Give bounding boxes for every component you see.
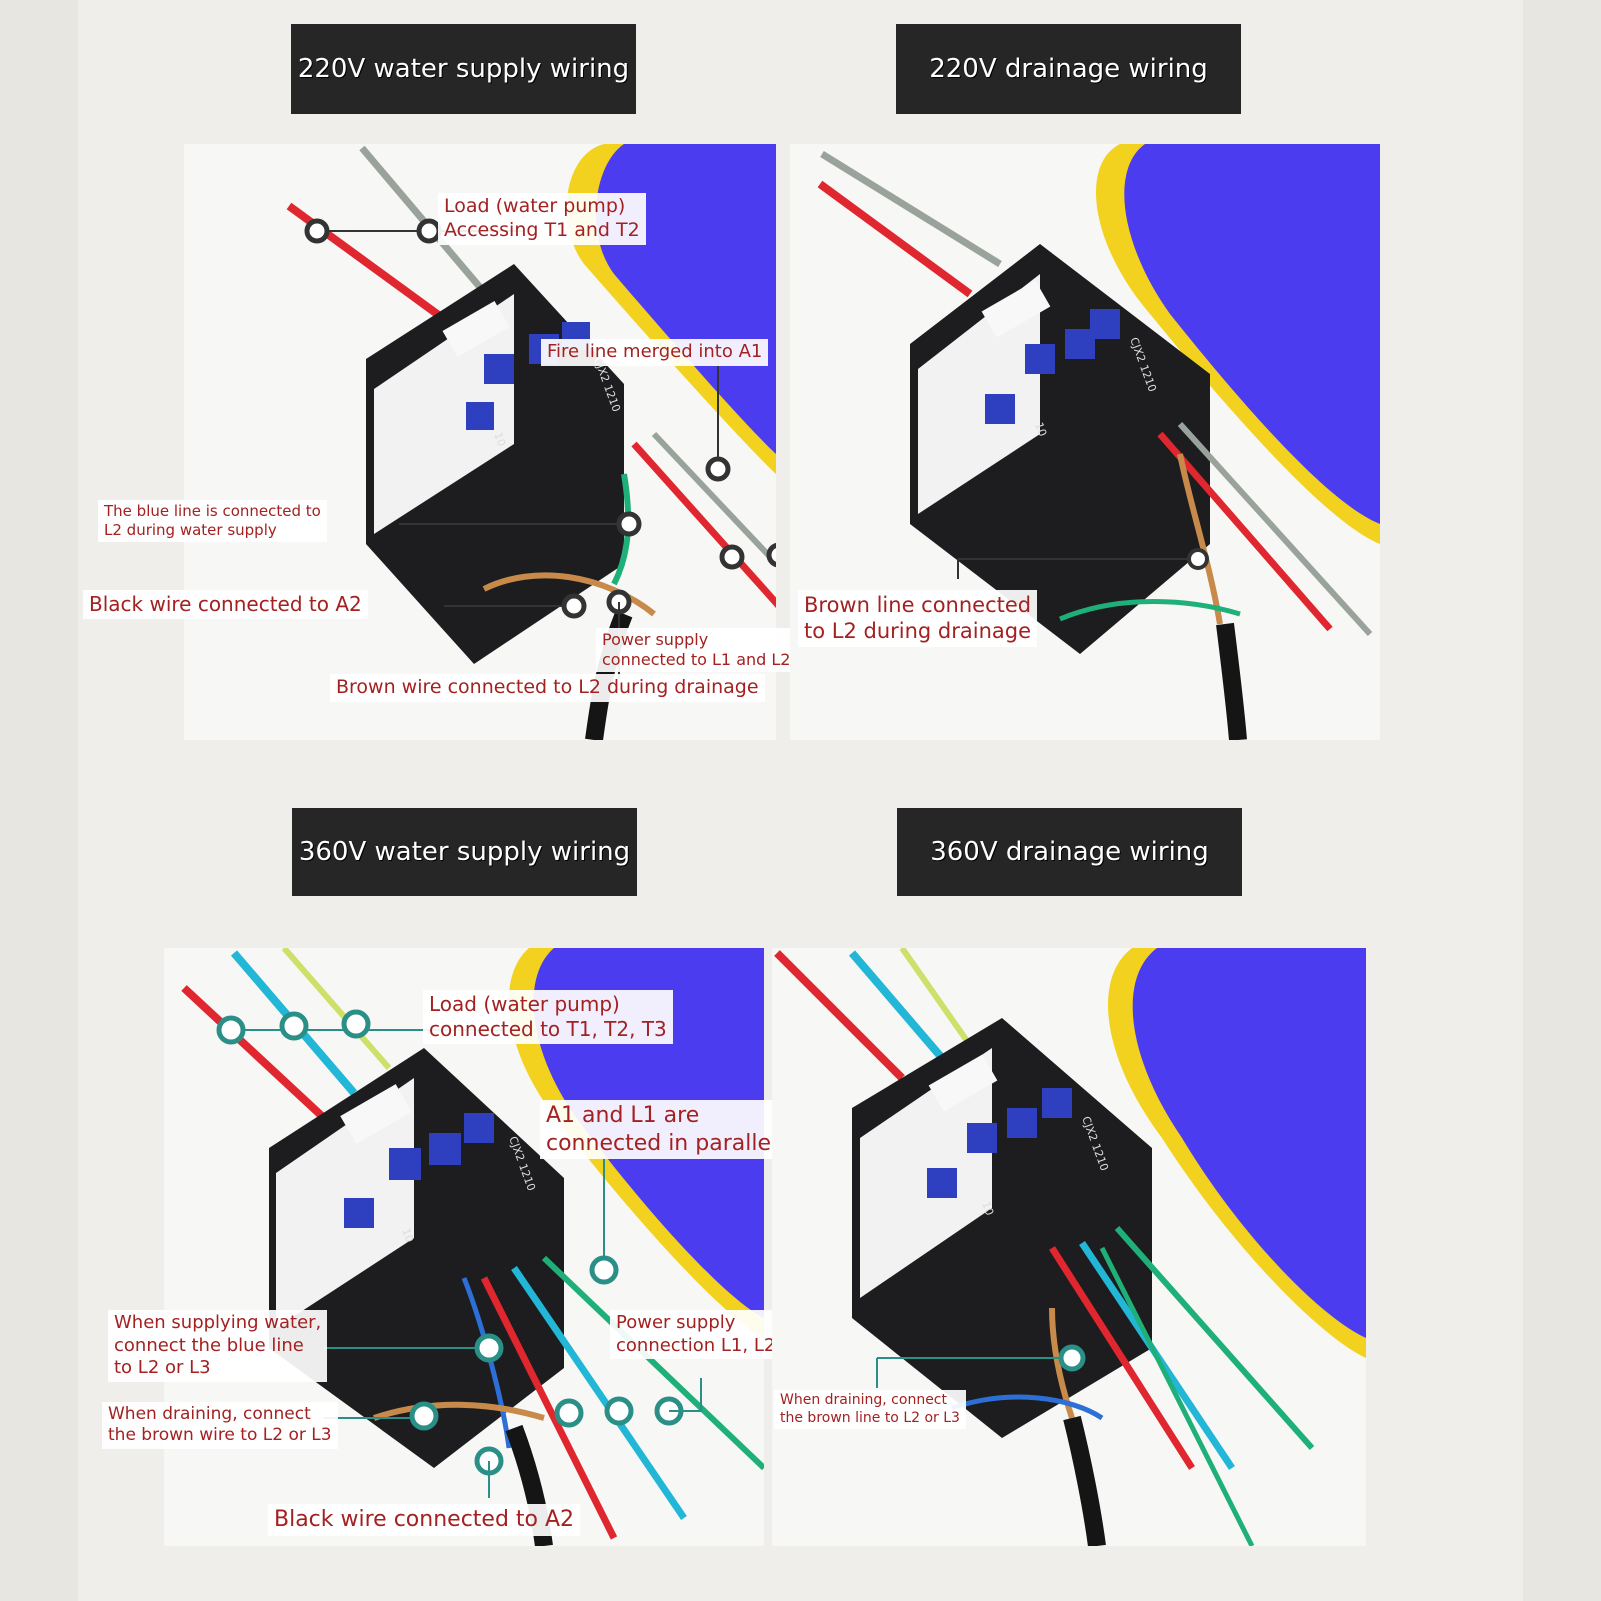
black-cable xyxy=(1216,622,1247,740)
contactor-top-label xyxy=(442,301,510,357)
label-fire-line-a1: Fire line merged into A1 xyxy=(541,339,769,366)
wire-red-power xyxy=(480,1276,618,1540)
label-black-wire-a2-360: Black wire connected to A2 xyxy=(268,1504,581,1536)
label-blue-line-l2: The blue line is connected to L2 during … xyxy=(98,500,327,542)
wire-green xyxy=(1059,599,1241,622)
wire-yellow-green-load xyxy=(899,948,975,1050)
contactor-button xyxy=(484,354,514,384)
wire-brown xyxy=(1177,453,1223,625)
contactor-button xyxy=(967,1123,997,1153)
wire-gray-load xyxy=(820,151,1002,267)
title-360v-drainage: 360V drainage wiring xyxy=(897,808,1242,896)
wire-gray-power xyxy=(651,431,776,568)
callouts xyxy=(876,1344,1086,1388)
title-220v-water-supply: 220V water supply wiring xyxy=(291,24,636,114)
wire-cyan-load xyxy=(848,950,946,1061)
contactor-button xyxy=(429,1133,461,1165)
label-drain-brown-l2-l3: When draining, connect the brown wire to… xyxy=(102,1402,338,1449)
wire-green-power xyxy=(1114,1226,1315,1450)
callouts xyxy=(216,1009,702,1498)
contactor-button xyxy=(344,1198,374,1228)
label-black-wire-a2: Black wire connected to A2 xyxy=(83,590,368,619)
label-brown-line-l2: Brown line connected to L2 during draina… xyxy=(798,590,1038,647)
callouts xyxy=(957,548,1209,579)
title-220v-drainage: 220V drainage wiring xyxy=(896,24,1241,114)
contactor-button xyxy=(466,402,494,430)
black-cable xyxy=(1063,1415,1106,1546)
contactor-button xyxy=(1090,309,1120,339)
aux-marking: 10 xyxy=(979,1200,996,1218)
wire-brown xyxy=(1049,1307,1075,1419)
float-switch-blue-body xyxy=(1132,948,1366,1338)
panel-220v-drainage: CJX2 1210 10 xyxy=(790,144,1380,740)
wire-cyan-power xyxy=(511,1266,687,1520)
aux-marking: 10 xyxy=(1032,421,1049,439)
panel-360v-drainage-illustration: CJX2 1210 10 xyxy=(774,948,1366,1546)
wire-red-load xyxy=(774,950,905,1081)
wire-yellow-green-load xyxy=(281,948,392,1070)
contactor-top-label xyxy=(928,1054,998,1112)
label-load-t1-t2: Load (water pump) Accessing T1 and T2 xyxy=(438,193,646,245)
label-brown-wire-l2: Brown wire connected to L2 during draina… xyxy=(330,674,765,702)
panel-360v-drainage: CJX2 1210 10 xyxy=(772,948,1366,1546)
wire-gray-power xyxy=(1177,421,1373,637)
contactor-side-label xyxy=(860,1048,992,1298)
contactor-top-label xyxy=(340,1084,412,1144)
wire-gray-load xyxy=(359,145,487,295)
contactor-button xyxy=(985,394,1015,424)
label-drain-brown-line-l2-l3: When draining, connect the brown line to… xyxy=(774,1390,966,1429)
label-power-l1-l2: Power supply connected to L1 and L2 xyxy=(596,628,797,672)
wire-red-power xyxy=(631,441,776,608)
contactor-button xyxy=(464,1113,494,1143)
aux-marking: 10 xyxy=(399,1227,416,1245)
diagram-sheet: 220V water supply wiring 220V drainage w… xyxy=(78,0,1523,1601)
aux-marking: 10 xyxy=(491,431,508,449)
label-load-t1-t2-t3: Load (water pump) connected to T1, T2, T… xyxy=(423,990,673,1044)
wire-green-extra xyxy=(1099,1246,1255,1546)
contactor-button xyxy=(1007,1108,1037,1138)
wire-red-load xyxy=(181,985,327,1121)
contactor-button xyxy=(927,1168,957,1198)
contactor-button xyxy=(389,1148,421,1180)
wire-brown xyxy=(482,572,656,617)
wire-green xyxy=(611,473,632,586)
label-supply-blue-l2-l3: When supplying water, connect the blue l… xyxy=(108,1310,328,1382)
wire-red-power xyxy=(1049,1246,1195,1470)
title-360v-water-supply: 360V water supply wiring xyxy=(292,808,637,896)
contactor-button xyxy=(1025,344,1055,374)
contactor-top-label xyxy=(981,280,1051,338)
float-switch-blue-body xyxy=(1124,144,1380,524)
wire-red-load xyxy=(817,180,973,298)
wire-green-power xyxy=(541,1255,764,1471)
wire-red-power xyxy=(1157,431,1333,632)
wire-brown xyxy=(373,1401,545,1421)
panel-220v-drainage-illustration: CJX2 1210 10 xyxy=(817,144,1380,740)
contactor-side-label xyxy=(918,274,1040,514)
wire-blue xyxy=(951,1394,1104,1421)
contactor-button xyxy=(1042,1088,1072,1118)
contactor-side-label xyxy=(374,294,514,534)
label-a1-l1-parallel: A1 and L1 are connected in parallel xyxy=(540,1100,784,1159)
panel-360v-water-supply: CJX2 1210 10 xyxy=(164,948,764,1546)
